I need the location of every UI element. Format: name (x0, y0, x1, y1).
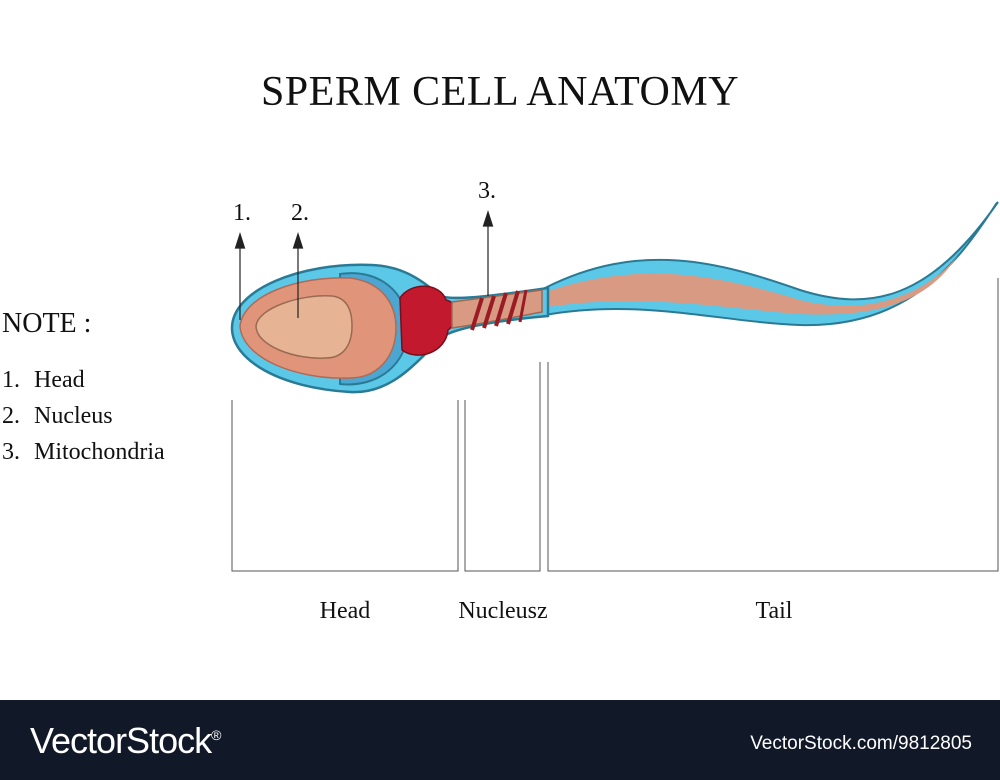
brand-logo: VectorStock® (30, 720, 221, 761)
callout-arrow-3 (482, 210, 494, 296)
mitochondria-band (482, 295, 496, 329)
note-item: 1.Head (2, 367, 85, 393)
mitochondria-band (506, 290, 520, 325)
nucleus (255, 295, 353, 359)
callout-label-1: 1. (233, 200, 251, 226)
region-label-head: Head (319, 598, 371, 624)
region-label-tail: Tail (755, 598, 793, 624)
callout-arrow-1 (234, 232, 246, 320)
note-item: 2.Nucleus (2, 403, 113, 429)
note-item: 3.Mitochondria (2, 439, 165, 465)
bracket-tail (547, 278, 999, 572)
bracket-head (231, 400, 459, 572)
callout-label-2: 2. (291, 200, 309, 226)
note-label: NOTE : (2, 308, 92, 339)
note-list: 1.Head 2.Nucleus 3.Mitochondria (2, 362, 165, 470)
mitochondria-band (470, 297, 484, 331)
sperm-cell-diagram (230, 201, 999, 572)
callout-arrow-2 (292, 232, 304, 318)
tail-core (540, 255, 958, 315)
mitochondria-band (518, 289, 528, 323)
note-legend: NOTE : 1.Head 2.Nucleus 3.Mitochondria (2, 308, 165, 470)
diagram-title: SPERM CELL ANATOMY (260, 69, 740, 115)
mitochondria-band (494, 292, 508, 327)
watermark-footer: VectorStock® VectorStock.com/9812805 (0, 700, 1000, 780)
callout-label-3: 3. (478, 178, 496, 204)
image-id: VectorStock.com/9812805 (750, 733, 972, 754)
bracket-nucleus (464, 362, 541, 572)
region-label-nucleus: Nucleusz (458, 598, 548, 624)
